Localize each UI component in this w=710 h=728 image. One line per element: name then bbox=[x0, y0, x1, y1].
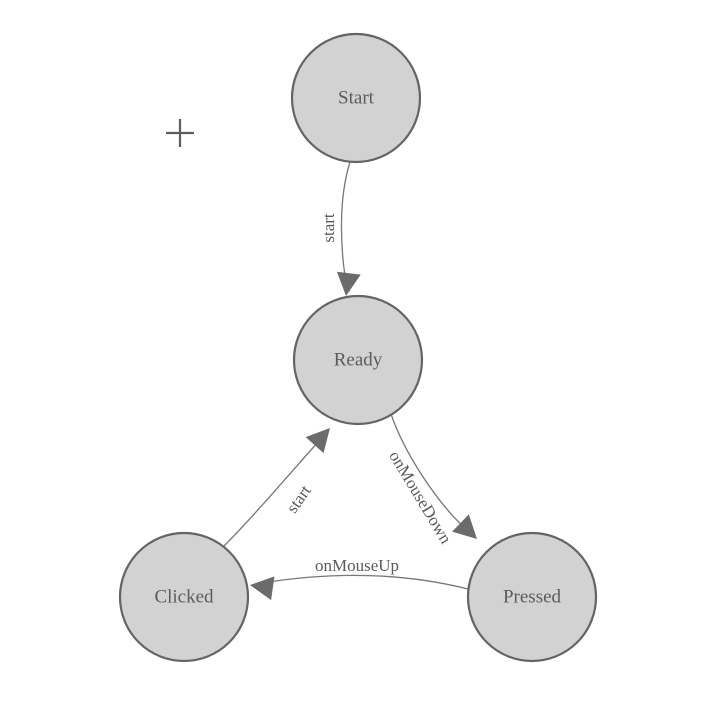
node-label-ready: Ready bbox=[334, 349, 383, 370]
arrowhead-pressed-to-clicked bbox=[250, 576, 275, 601]
cursor-marker bbox=[166, 119, 194, 147]
node-label-clicked: Clicked bbox=[154, 586, 214, 607]
node-label-start: Start bbox=[338, 87, 375, 108]
arrowhead-start-to-ready bbox=[336, 271, 361, 296]
edge-label-start-to-ready: start bbox=[319, 213, 338, 243]
edge-pressed-to-clicked bbox=[261, 574, 469, 590]
arrowhead-clicked-to-ready bbox=[305, 428, 330, 454]
node-circle-pressed[interactable] bbox=[466, 531, 598, 663]
arrowheads-layer bbox=[250, 271, 477, 601]
node-label-pressed: Pressed bbox=[503, 586, 562, 607]
node-pressed[interactable]: Pressed bbox=[466, 531, 598, 663]
arrowhead-ready-to-pressed bbox=[452, 514, 477, 539]
edge-label-ready-to-pressed: onMouseDown bbox=[385, 447, 456, 547]
edge-label-clicked-to-ready: start bbox=[283, 481, 316, 516]
node-circle-ready[interactable] bbox=[292, 294, 424, 426]
edge-clicked-to-ready bbox=[223, 439, 321, 547]
node-clicked[interactable]: Clicked bbox=[118, 531, 250, 663]
node-circle-start[interactable] bbox=[290, 32, 422, 164]
node-start[interactable]: Start bbox=[290, 32, 422, 164]
edges-layer bbox=[223, 161, 469, 590]
edge-ready-to-pressed bbox=[390, 413, 468, 531]
node-ready[interactable]: Ready bbox=[292, 294, 424, 426]
node-circle-clicked[interactable] bbox=[118, 531, 250, 663]
edge-label-pressed-to-clicked: onMouseUp bbox=[315, 556, 399, 575]
edge-start-to-ready bbox=[340, 161, 351, 277]
